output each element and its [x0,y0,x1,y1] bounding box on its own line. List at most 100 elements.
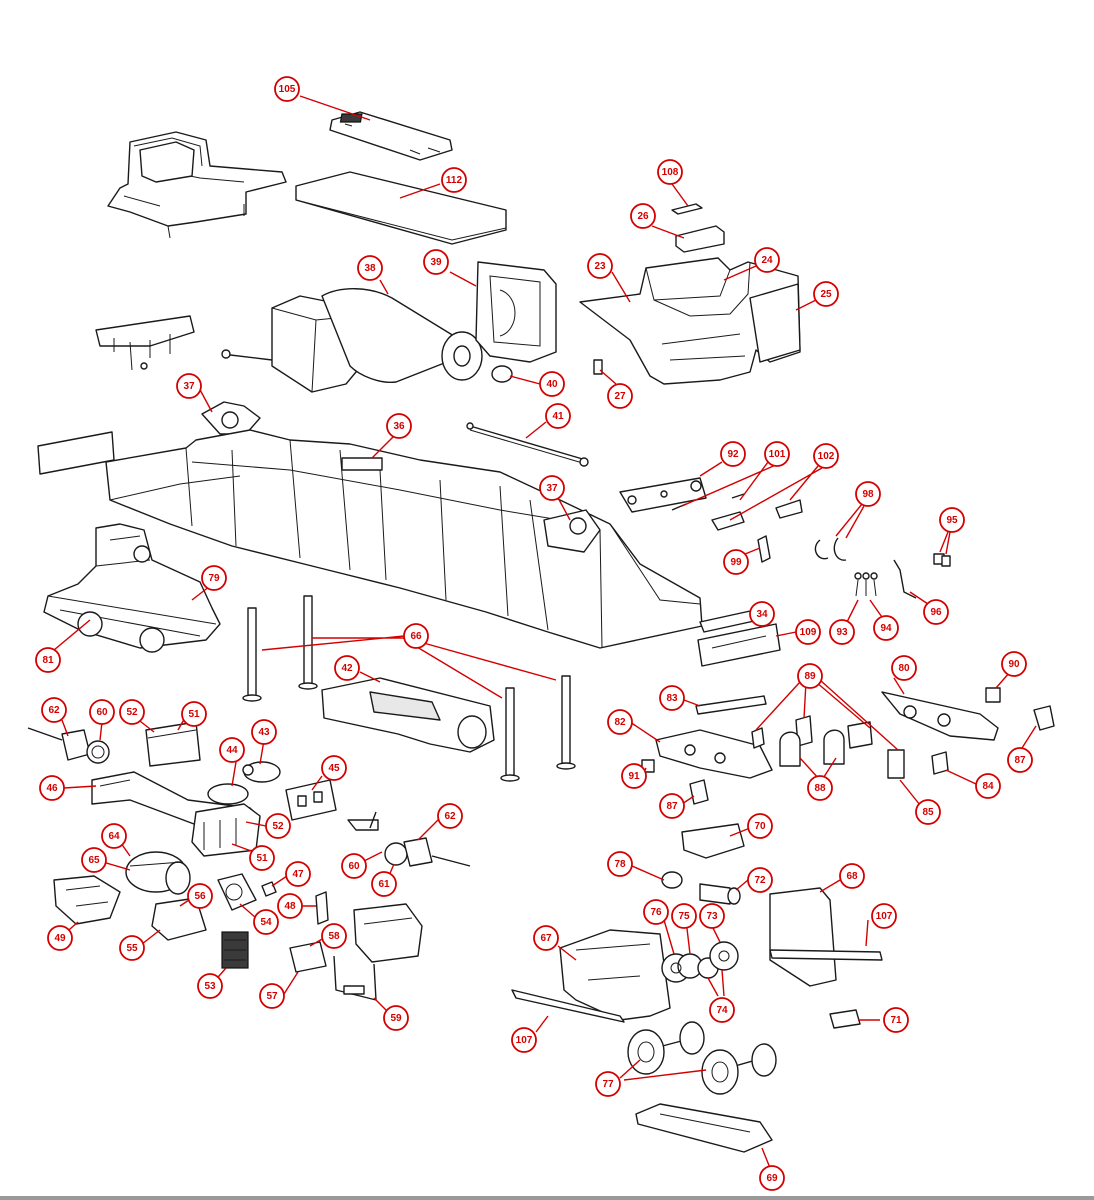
callout-circle [747,813,773,839]
callout-circle [607,709,633,735]
callout-label: 98 [862,489,874,500]
callout-99: 99 [723,549,749,575]
worm-gear-parts [661,871,741,905]
callout-60: 60 [89,699,115,725]
light-board-part [619,477,707,513]
callout-circle [671,903,697,929]
mounting-pin-parts [242,595,576,782]
callout-label: 43 [258,727,270,738]
callout-label: 56 [194,891,206,902]
callout-52: 52 [119,699,145,725]
callout-circle [795,619,821,645]
callout-68: 68 [839,863,865,889]
callout-60: 60 [341,853,367,879]
spring-bracket-parts [751,715,949,779]
callout-circle [277,893,303,919]
flywheel-housing-part [475,261,557,383]
callout-84: 84 [975,773,1001,799]
truck-frame-center-part [641,695,773,805]
callout-circle [659,793,685,819]
callout-label: 109 [800,627,817,638]
callout-circle [383,1005,409,1031]
callout-67: 67 [533,925,559,951]
callout-75: 75 [671,903,697,929]
callout-label: 49 [54,933,66,944]
callout-circle [539,371,565,397]
callout-37: 37 [176,373,202,399]
callout-circle [587,253,613,279]
callout-73: 73 [699,903,725,929]
callout-label: 108 [662,167,679,178]
callout-55: 55 [119,935,145,961]
callout-circle [249,845,275,871]
callout-25: 25 [813,281,839,307]
callout-circle [891,655,917,681]
callout-circle [197,973,223,999]
page-bottom-edge [0,1196,1094,1200]
callout-label: 36 [393,421,405,432]
callout-circle [533,925,559,951]
callout-circle [720,441,746,467]
callout-label: 80 [898,663,910,674]
callout-label: 37 [183,381,195,392]
callout-circle [511,1027,537,1053]
callout-label: 46 [46,783,58,794]
callout-label: 78 [614,859,626,870]
callout-80: 80 [891,655,917,681]
callout-46: 46 [39,775,65,801]
callout-44: 44 [219,737,245,763]
gear-cover-part [681,823,745,859]
callout-circle [119,935,145,961]
callout-label: 38 [364,263,376,274]
callout-40: 40 [539,371,565,397]
callout-circle [259,983,285,1009]
callout-circle [709,997,735,1023]
callout-circle [754,247,780,273]
callout-circle [285,861,311,887]
callout-label: 68 [846,871,858,882]
spring-clip-parts [814,537,847,561]
callout-circle [187,883,213,909]
callout-89: 89 [797,663,823,689]
callout-label: 55 [126,943,138,954]
callout-label: 99 [730,557,742,568]
small-assembly-parts [151,873,257,969]
callout-47: 47 [285,861,311,887]
callout-label: 51 [188,709,200,720]
callout-label: 73 [706,911,718,922]
callout-108: 108 [657,159,683,185]
callout-label: 72 [754,875,766,886]
callout-label: 105 [279,84,296,95]
callout-label: 69 [766,1173,778,1184]
callout-circle [423,249,449,275]
callout-62: 62 [41,697,67,723]
callout-label: 61 [378,879,390,890]
callout-circle [699,903,725,929]
callout-label: 75 [678,911,690,922]
gearbox-bottom-plate-part [635,1103,773,1153]
callout-label: 34 [756,609,768,620]
gearbox-frame-part [511,887,883,1023]
callout-circle [1007,747,1033,773]
callout-label: 89 [804,671,816,682]
callout-circle [47,925,73,951]
callout-90: 90 [1001,651,1027,677]
callout-label: 45 [328,763,340,774]
callout-label: 59 [390,1013,402,1024]
callout-label: 96 [930,607,942,618]
callout-105: 105 [274,76,300,102]
callout-label: 95 [946,515,958,526]
callout-label: 42 [341,663,353,674]
callout-88: 88 [807,775,833,801]
callout-circle [403,623,429,649]
callout-label: 26 [637,211,649,222]
callout-label: 81 [42,655,54,666]
callout-label: 41 [552,411,564,422]
callout-circle [539,475,565,501]
axle-holder-part [201,401,261,435]
callout-65: 65 [81,847,107,873]
motor-part [221,288,483,393]
callout-45: 45 [321,755,347,781]
